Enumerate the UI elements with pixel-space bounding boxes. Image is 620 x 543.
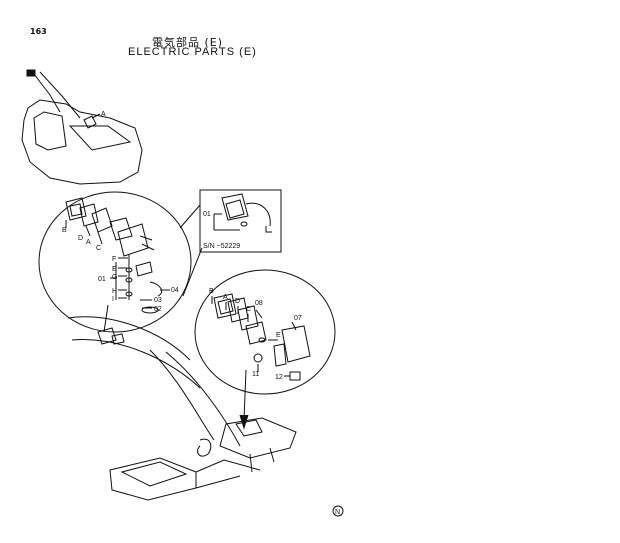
leader-line-a	[91, 113, 101, 119]
callout-left-h: H	[112, 288, 117, 295]
inset-washer	[240, 221, 248, 227]
lens-b	[65, 197, 87, 221]
boom-tip	[26, 69, 36, 77]
callout-left-e: E	[112, 266, 117, 273]
lens-b-inner	[69, 203, 83, 217]
right-detail-ellipse	[194, 269, 336, 395]
right-lens-inner	[217, 298, 234, 315]
excavator-cab-illustration	[21, 69, 143, 185]
battery-lamp	[235, 419, 263, 437]
cab-body	[21, 99, 143, 185]
callout-left-i: I	[112, 296, 114, 303]
page-title-japanese: 電気部品 (E)	[152, 36, 224, 49]
callout-ticks-left	[118, 257, 128, 299]
page-title-english: ELECTRIC PARTS (E)	[128, 46, 257, 58]
work-light-exploded-right	[211, 293, 311, 381]
cab-roof-panel	[68, 125, 132, 151]
bulb-c	[109, 217, 133, 241]
inset-lamp	[213, 193, 272, 233]
frame-rails	[195, 459, 261, 489]
lamp-housing	[117, 223, 149, 257]
callout-ticks-right	[255, 309, 297, 377]
callout-left-b: B	[62, 227, 67, 234]
callout-cab-a: A	[101, 111, 106, 118]
cab-light-mount	[83, 115, 97, 129]
inset-leader-lines	[179, 204, 203, 297]
inset-serial-number: S/N ~52229	[203, 243, 240, 250]
cab-floor-panel	[120, 461, 188, 487]
clip-02	[141, 306, 159, 314]
footer-mark: N	[332, 505, 344, 517]
body-line-3	[149, 349, 215, 441]
page-number: 163	[30, 27, 47, 36]
right-lens-b	[213, 293, 237, 319]
callout-leaders-left	[65, 220, 103, 245]
body-line-4	[165, 351, 241, 447]
inset-callout-01	[213, 213, 240, 231]
callout-left-03: 03	[154, 297, 162, 304]
callout-left-04: 04	[171, 287, 179, 294]
body-line-2	[71, 339, 201, 389]
support-lines	[249, 447, 275, 473]
harness-04	[149, 281, 163, 297]
left-mounted-lamp	[97, 327, 117, 345]
callout-left-02: 02	[154, 306, 162, 313]
callout-left-f: F	[112, 256, 116, 263]
harness-loop	[197, 438, 212, 457]
callout-right-12: 12	[275, 374, 283, 381]
inset-harness	[245, 202, 272, 233]
right-bracket	[273, 343, 287, 367]
callout-right-d: D	[235, 298, 240, 305]
boom-arm	[33, 71, 81, 119]
callout-left-d: D	[78, 235, 83, 242]
callout-ticks-number	[140, 289, 170, 309]
left-detail-ellipse	[38, 191, 192, 333]
right-reflector-d	[237, 305, 259, 331]
body-line-1	[67, 316, 191, 361]
battery-box	[219, 417, 297, 459]
callout-right-08: 08	[255, 300, 263, 307]
grommet-12	[289, 371, 301, 381]
nut-11	[253, 353, 263, 363]
reflector-a	[91, 207, 113, 233]
serial-inset-box	[199, 189, 282, 253]
right-leader-line	[243, 369, 247, 421]
work-light-exploded-left	[65, 197, 170, 314]
callout-right-b: B	[209, 288, 214, 295]
footer-mark-circle	[332, 505, 344, 517]
footer-mark-letter: N	[335, 509, 340, 516]
left-mounted-lamp-2	[111, 333, 125, 345]
callout-left-c: C	[96, 245, 101, 252]
right-lamp-housing	[281, 325, 311, 363]
machine-lower-body	[67, 316, 297, 501]
gasket-d	[79, 203, 99, 227]
bracket-01-left	[110, 262, 117, 300]
inset-lamp-lens	[225, 199, 245, 219]
callout-left-01: 01	[98, 276, 106, 283]
callout-right-a: A	[223, 294, 228, 301]
callout-right-07: 07	[294, 315, 302, 322]
washer-e-right	[258, 337, 266, 343]
callout-inset-01: 01	[203, 211, 211, 218]
bracket	[135, 261, 153, 277]
callout-left-g: G	[112, 274, 117, 281]
callout-left-a: A	[86, 239, 91, 246]
callout-right-e: E	[276, 332, 281, 339]
callout-right-c: C	[246, 306, 251, 313]
right-bulb-c	[245, 321, 267, 345]
lamp-wires	[139, 235, 155, 251]
inset-lamp-housing	[221, 193, 249, 221]
callout-leaders-right	[211, 296, 249, 322]
callout-right-11: 11	[252, 371, 259, 378]
cab-window	[33, 111, 67, 151]
